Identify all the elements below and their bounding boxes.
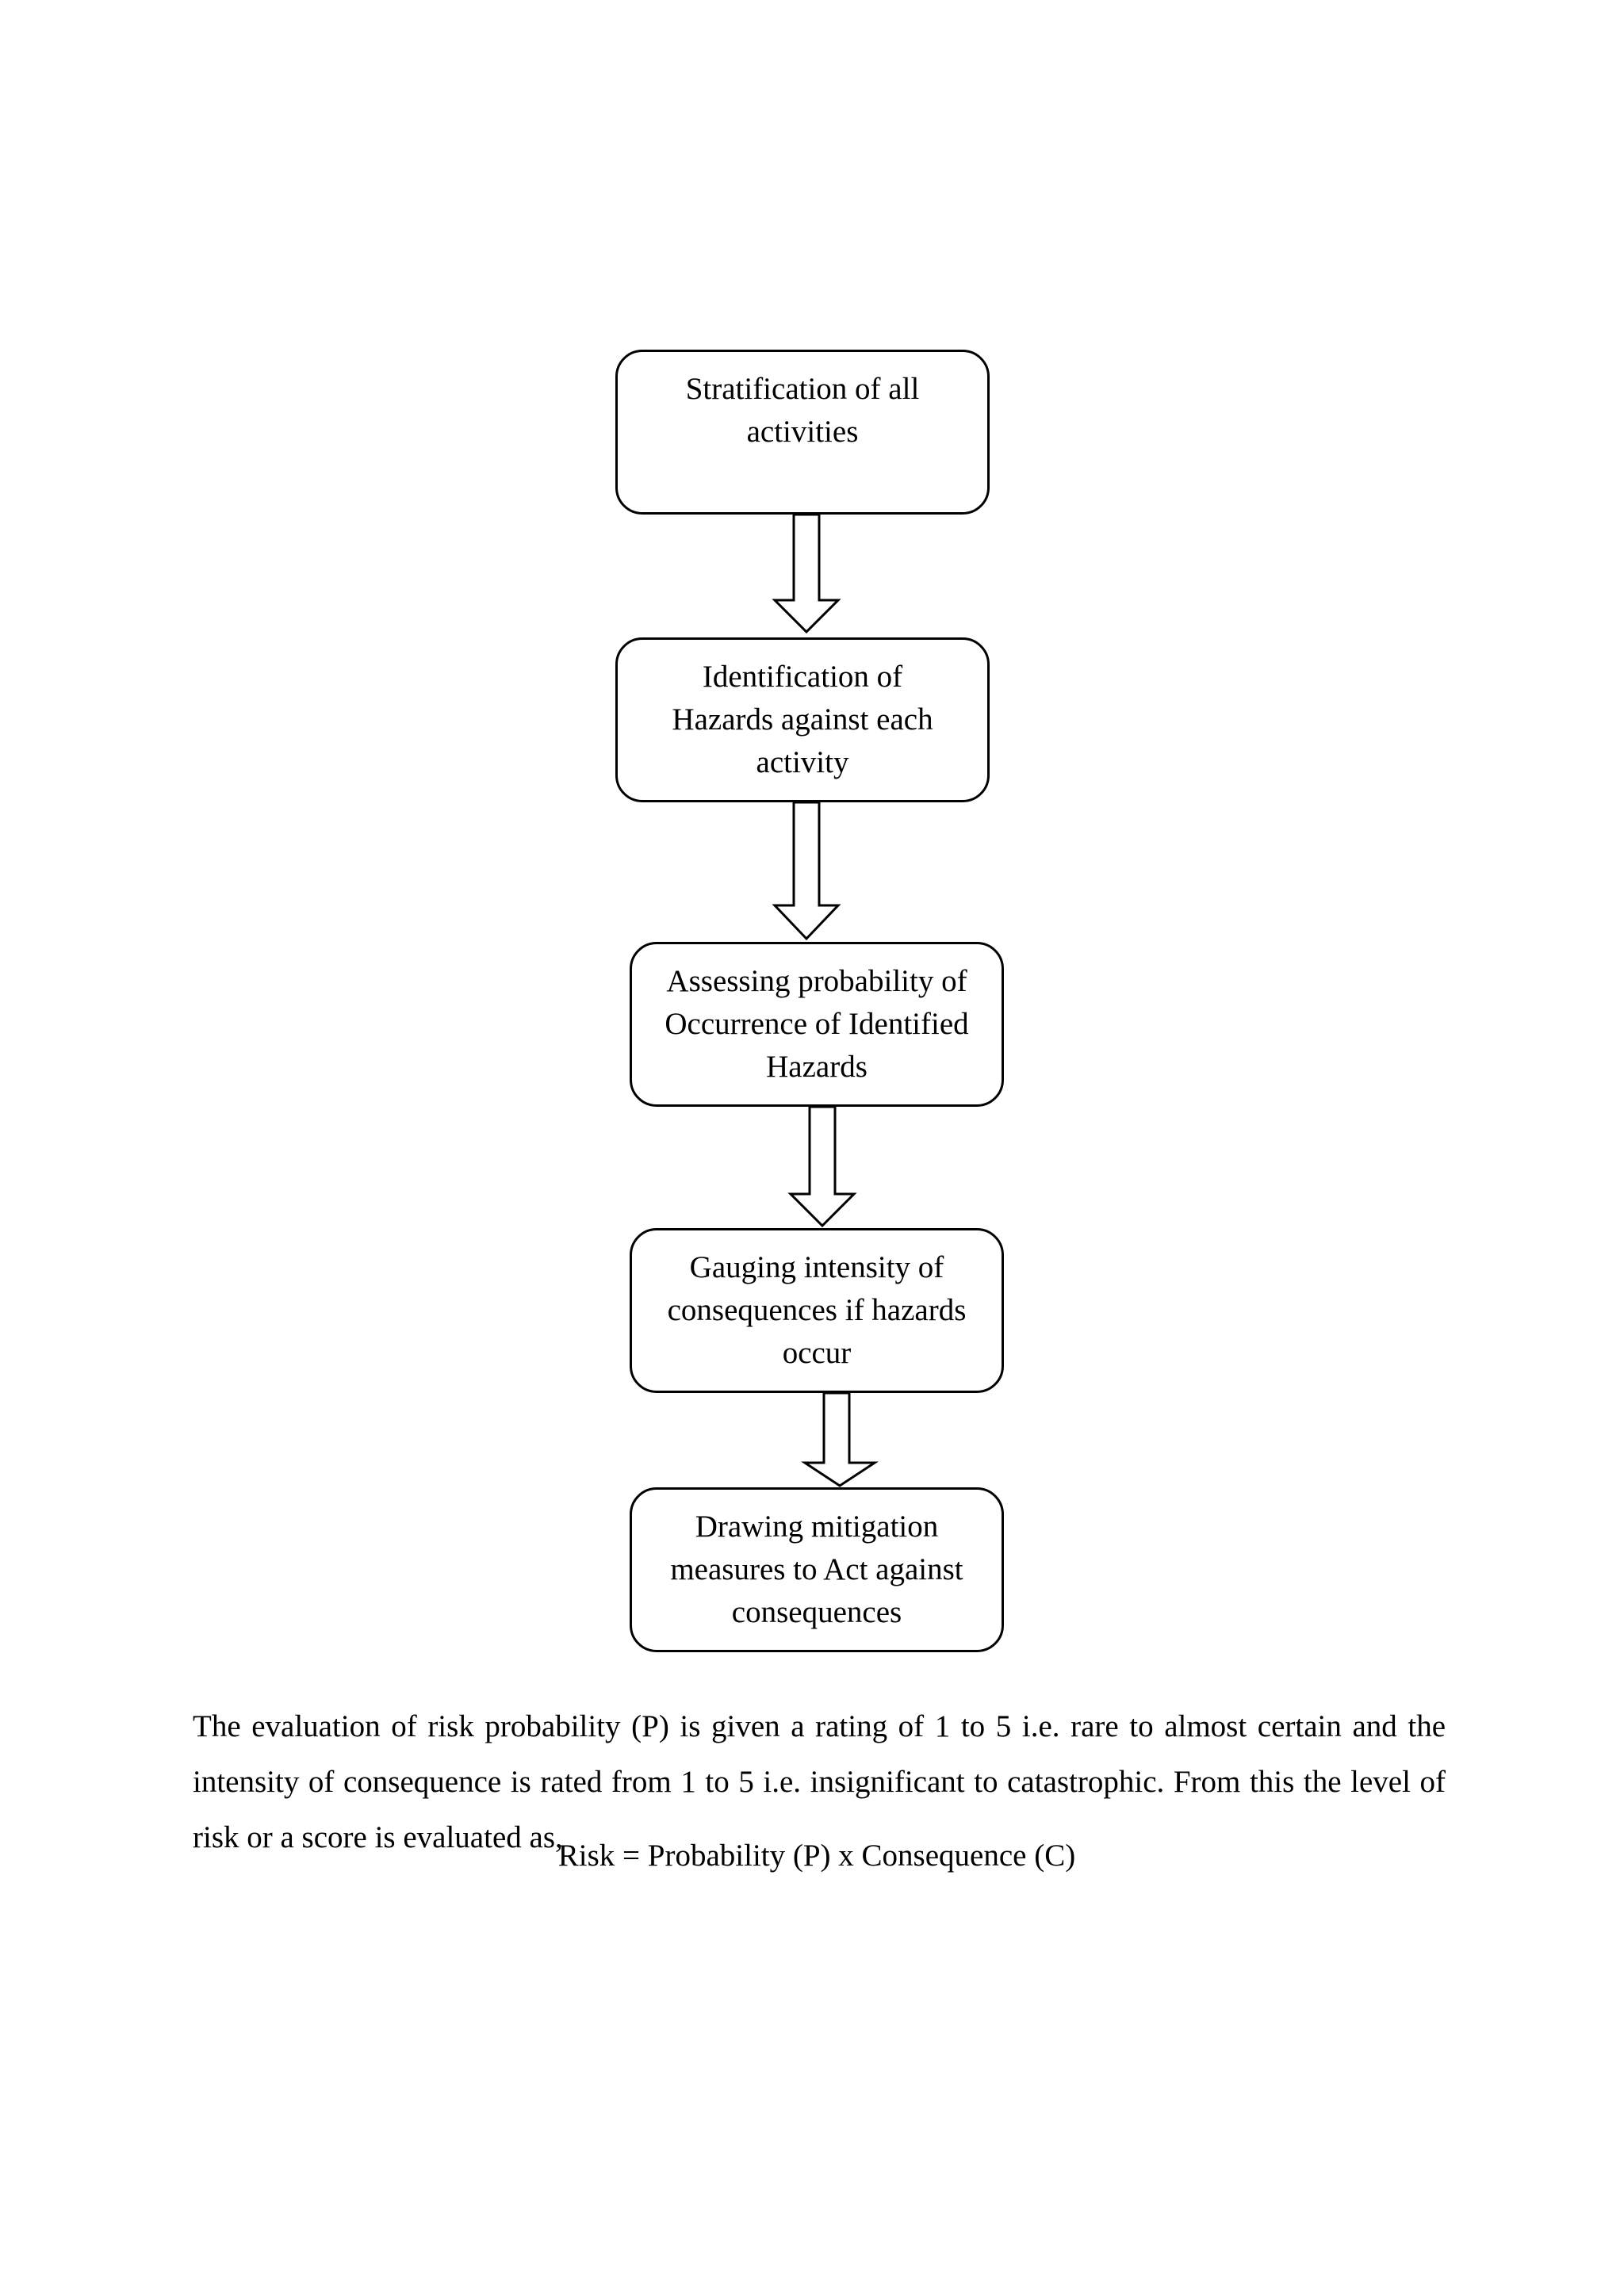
- flow-step-text: Identification of: [702, 660, 903, 694]
- flow-step-text: activity: [756, 745, 849, 779]
- flow-step-text: Hazards against each: [672, 702, 933, 737]
- flow-arrow-3-to-4: [787, 1105, 857, 1228]
- risk-formula: Risk = Probability (P) x Consequence (C): [557, 1839, 1076, 1873]
- flow-step-text: Hazards: [766, 1050, 868, 1084]
- flow-arrow-1-to-2: [772, 513, 841, 634]
- flow-step-text: Gauging intensity of: [689, 1250, 944, 1284]
- flow-arrow-4-to-5: [800, 1391, 879, 1487]
- flow-step-text: measures to Act against: [670, 1552, 963, 1586]
- flow-step-gauging-intensity: Gauging intensity of consequences if haz…: [630, 1228, 1004, 1393]
- flow-step-text: Drawing mitigation: [695, 1510, 939, 1544]
- flow-arrow-2-to-3: [772, 801, 841, 941]
- body-paragraph: The evaluation of risk probability (P) i…: [193, 1709, 1446, 1854]
- flow-step-text: activities: [746, 415, 859, 449]
- flow-step-text: occur: [782, 1336, 852, 1370]
- flow-step-assessing-probability: Assessing probability of Occurrence of I…: [630, 942, 1004, 1107]
- flow-step-identification: Identification of Hazards against each a…: [615, 637, 990, 802]
- flow-step-text: Occurrence of Identified: [665, 1007, 969, 1041]
- flow-step-stratification: Stratification of all activities: [615, 350, 990, 515]
- flow-step-text: consequences: [731, 1595, 902, 1629]
- flow-step-text: Assessing probability of: [666, 964, 967, 998]
- flow-step-text: Stratification of all: [685, 372, 920, 406]
- flow-step-drawing-mitigation: Drawing mitigation measures to Act again…: [630, 1487, 1004, 1652]
- flow-step-text: consequences if hazards: [667, 1293, 967, 1327]
